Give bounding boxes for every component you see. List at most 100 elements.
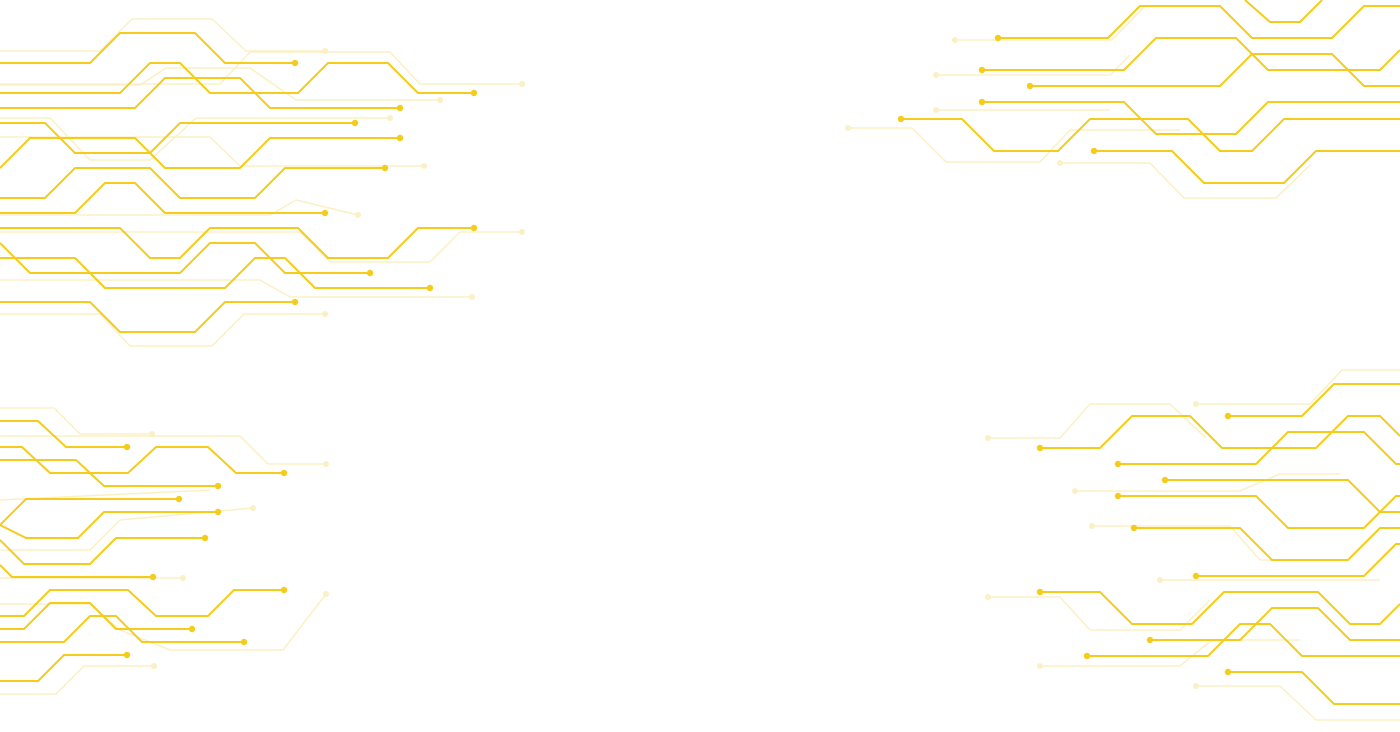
circuit-node-dot [1192,572,1200,580]
faint-circuit-traces [0,5,1400,721]
circuit-node-dot [214,482,222,490]
circuit-trace [0,242,370,274]
faint-circuit-trace [955,5,1146,41]
circuit-trace [0,167,385,199]
circuit-node-dot [1161,476,1169,484]
circuit-trace [0,137,400,169]
circuit-trace [1040,415,1400,449]
circuit-trace [1118,431,1400,465]
circuit-trace [0,654,127,682]
faint-circuit-node-dot [933,107,939,113]
circuit-traces [0,0,1400,705]
faint-circuit-node-dot [1037,663,1043,669]
faint-circuit-trace [1196,369,1400,405]
circuit-trace [0,420,127,448]
circuit-trace [982,37,1400,71]
faint-circuit-node-dot [845,125,851,131]
circuit-trace [1118,495,1400,529]
faint-circuit-trace [1196,685,1400,721]
faint-circuit-node-dot [1089,523,1095,529]
circuit-node-dot [1146,636,1154,644]
faint-circuit-trace [0,279,472,298]
faint-circuit-node-dot [519,81,525,87]
circuit-node-dot [897,115,905,123]
faint-circuit-node-dot [952,37,958,43]
circuit-trace [998,5,1400,39]
faint-circuit-trace [936,54,1131,76]
faint-circuit-trace [988,596,1211,631]
circuit-trace [0,498,179,526]
circuit-node-dot [175,495,183,503]
faint-circuit-node-dot [323,461,329,467]
circuit-trace [0,511,218,539]
faint-circuit-node-dot [1157,577,1163,583]
circuit-node-dot [321,209,329,217]
circuit-trace [1165,479,1400,513]
circuit-trace [0,77,400,109]
faint-circuit-trace [0,67,440,101]
faint-circuit-node-dot [151,663,157,669]
circuit-node-dot [123,651,131,659]
circuit-trace [1228,671,1400,705]
circuit-node-dot [396,134,404,142]
circuit-node-dot [1130,524,1138,532]
faint-circuit-node-dot [1193,401,1199,407]
faint-circuit-node-dot [437,97,443,103]
faint-circuit-node-dot [355,212,361,218]
circuit-trace [0,32,295,64]
circuit-node-dot [470,224,478,232]
circuit-node-dot [123,443,131,451]
faint-circuit-trace [988,403,1207,439]
faint-circuit-trace [1040,639,1300,667]
circuit-trace [1228,383,1400,417]
circuit-trace [1094,150,1400,184]
circuit-node-dot [1224,668,1232,676]
faint-circuit-node-dot [180,575,186,581]
circuit-node-dot [1036,444,1044,452]
circuit-node-dot [291,298,299,306]
faint-circuit-trace [1092,525,1340,561]
circuit-trace [1134,527,1400,561]
circuit-node-dot [291,59,299,67]
circuit-node-dot [381,164,389,172]
faint-circuit-trace [0,117,390,161]
circuit-node-dot [149,573,157,581]
circuit-node-dot [201,534,209,542]
faint-circuit-node-dot [387,115,393,121]
faint-circuit-node-dot [519,229,525,235]
faint-circuit-node-dot [933,72,939,78]
faint-circuit-trace [0,407,152,435]
faint-circuit-trace [1075,473,1340,492]
faint-circuit-node-dot [421,163,427,169]
faint-circuit-node-dot [322,48,328,54]
faint-circuit-trace [0,231,522,263]
circuit-trace [0,122,355,154]
circuit-node-dot [1114,460,1122,468]
faint-circuit-node-dot [1057,160,1063,166]
faint-circuit-trace [0,665,154,695]
circuit-trace [1030,53,1400,87]
circuit-trace [0,227,474,259]
circuit-trace [0,564,153,578]
faint-circuit-trace [0,313,325,347]
circuit-trace [0,301,295,333]
circuit-node-dot [978,66,986,74]
circuit-trace [1087,623,1400,657]
faint-circuit-trace [848,127,1180,163]
circuit-node-dot [1224,412,1232,420]
circuit-trace [0,589,284,617]
faint-circuit-trace [0,199,359,216]
faint-circuit-node-dot [323,591,329,597]
circuit-node-dot [1083,652,1091,660]
faint-circuit-trace [0,507,254,551]
faint-circuit-node-dot [1193,683,1199,689]
circuit-trace [982,101,1400,135]
circuit-node-dot [426,284,434,292]
circuit-node-dot [351,119,359,127]
faint-circuit-node-dot [322,311,328,317]
circuit-node-dot [1090,147,1098,155]
faint-circuit-trace [1060,162,1311,199]
circuit-trace [0,537,205,565]
circuit-node-dot [280,586,288,594]
